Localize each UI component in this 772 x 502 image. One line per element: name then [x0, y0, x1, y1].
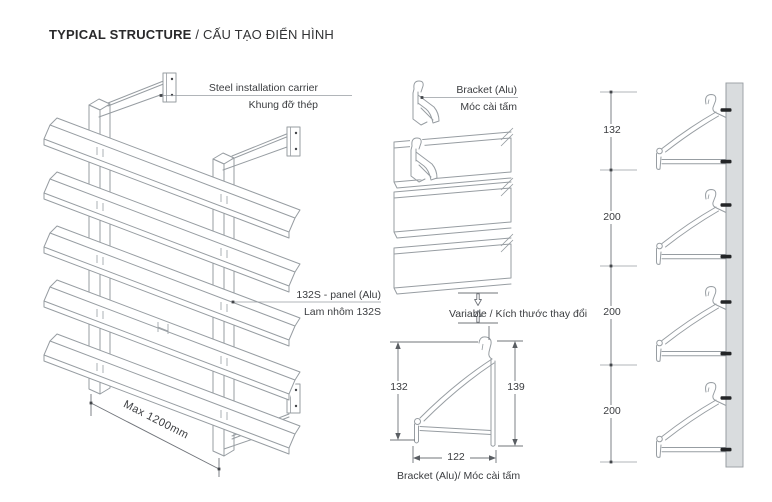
bracket-mounted [410, 137, 438, 183]
steel-carrier-label: Steel installation carrier Khung đỡ thép [118, 80, 318, 113]
panel-profile-section [390, 292, 523, 463]
spacing-label-1: 132 [595, 124, 629, 137]
dim-122-profile [412, 446, 497, 463]
steel-carrier-top-1 [98, 72, 177, 118]
leader-lines [159, 94, 518, 304]
wall-section [600, 82, 744, 468]
bracket-caption-label: Bracket (Alu)/ Móc cài tấm [397, 470, 521, 482]
spacing-label-2: 200 [595, 211, 629, 224]
steel-carrier-top-2 [222, 126, 301, 171]
steel-carrier-label-vi: Khung đỡ thép [248, 98, 318, 111]
bracket-floating [412, 80, 440, 126]
max-width-dimension [89, 394, 221, 477]
spacing-label-4: 200 [595, 405, 629, 418]
spacing-label-3: 200 [595, 306, 629, 319]
section-panel [656, 94, 732, 170]
page-title: TYPICAL STRUCTURE / CẤU TẠO ĐIỂN HÌNH [49, 27, 334, 42]
variable-label: Variable / Kích thước thay đổi [449, 308, 588, 320]
title-separator: / [191, 27, 203, 42]
bracket-label: Bracket (Alu) Móc cài tấm [317, 82, 517, 115]
spacing-dimension-column [600, 90, 637, 464]
panel-label-en: 132S - panel (Alu) [296, 289, 381, 301]
panel-label: 132S - panel (Alu) Lam nhôm 132S [181, 287, 381, 320]
dim-139-label: 139 [502, 381, 530, 394]
title-vi: CẤU TẠO ĐIỂN HÌNH [203, 27, 335, 42]
dim-139-profile [497, 340, 523, 447]
dim-122-label: 122 [442, 451, 470, 464]
bracket-label-vi: Móc cài tấm [460, 100, 517, 113]
louver-blades [43, 117, 301, 455]
steel-carrier-label-en: Steel installation carrier [208, 82, 318, 94]
panel-label-vi: Lam nhôm 132S [303, 305, 381, 318]
isometric-structure [43, 72, 301, 477]
title-en: TYPICAL STRUCTURE [49, 27, 192, 42]
dim-132-label: 132 [385, 381, 413, 394]
bracket-detail [393, 80, 514, 295]
bracket-label-en: Bracket (Alu) [456, 84, 517, 96]
dim-variable [458, 292, 498, 340]
